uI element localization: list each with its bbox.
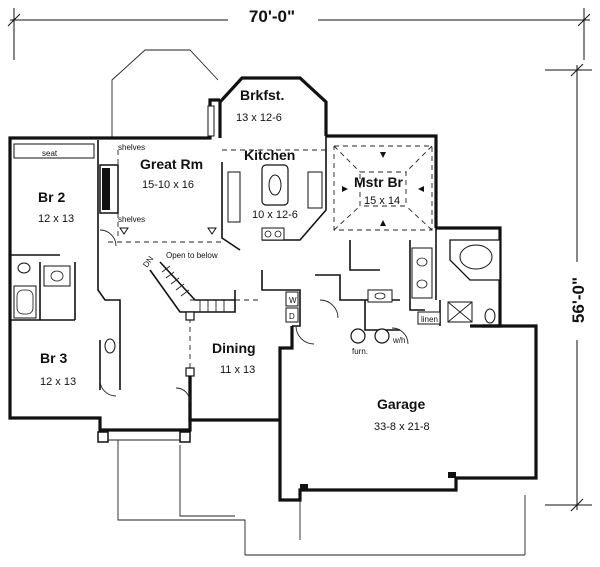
room-garage-name: Garage bbox=[377, 396, 425, 412]
water-heater-label: w/h bbox=[392, 336, 405, 345]
washer-label: W bbox=[289, 296, 297, 305]
exterior-walls bbox=[8, 76, 538, 502]
room-kitchen-size: 10 x 12-6 bbox=[252, 209, 298, 221]
room-br2-size: 12 x 13 bbox=[38, 213, 74, 225]
room-dining-name: Dining bbox=[212, 340, 256, 356]
shelves-label-bottom: shelves bbox=[118, 215, 145, 224]
interior-walls bbox=[10, 136, 441, 390]
dashed-boundaries bbox=[108, 145, 433, 301]
bay-window bbox=[111, 49, 219, 138]
annotations: seat shelves shelves Open to below DN li… bbox=[42, 143, 438, 356]
walkway bbox=[97, 431, 526, 556]
room-kitchen-name: Kitchen bbox=[244, 147, 295, 163]
depth-dimension: 56'-0" bbox=[545, 63, 592, 512]
fixtures bbox=[13, 105, 501, 490]
room-br2-name: Br 2 bbox=[38, 189, 65, 205]
width-label: 70'-0" bbox=[249, 7, 295, 26]
width-dimension: 70'-0" bbox=[7, 6, 591, 60]
linen-label: linen bbox=[421, 315, 438, 324]
stair-dn-label: DN bbox=[141, 254, 155, 269]
depth-label: 56'-0" bbox=[569, 277, 588, 323]
dryer-label: D bbox=[289, 312, 295, 321]
furnace-label: furn. bbox=[352, 347, 368, 356]
room-mstr-br-name: Mstr Br bbox=[354, 174, 404, 190]
room-dining-size: 11 x 13 bbox=[220, 364, 255, 376]
shelves-label-top: shelves bbox=[118, 143, 145, 152]
room-br3-name: Br 3 bbox=[40, 350, 67, 366]
room-garage-size: 33-8 x 21-8 bbox=[374, 421, 430, 433]
room-brkfst-name: Brkfst. bbox=[240, 87, 284, 103]
room-labels: Brkfst. 13 x 12-6 Great Rm 15-10 x 16 Ki… bbox=[38, 87, 430, 433]
room-great-rm-name: Great Rm bbox=[140, 156, 203, 172]
room-brkfst-size: 13 x 12-6 bbox=[236, 112, 282, 124]
room-great-rm-size: 15-10 x 16 bbox=[142, 179, 194, 191]
room-mstr-br-size: 15 x 14 bbox=[364, 195, 400, 207]
room-br3-size: 12 x 13 bbox=[40, 376, 76, 388]
seat-label: seat bbox=[42, 149, 58, 158]
open-to-below-label: Open to below bbox=[166, 251, 218, 260]
